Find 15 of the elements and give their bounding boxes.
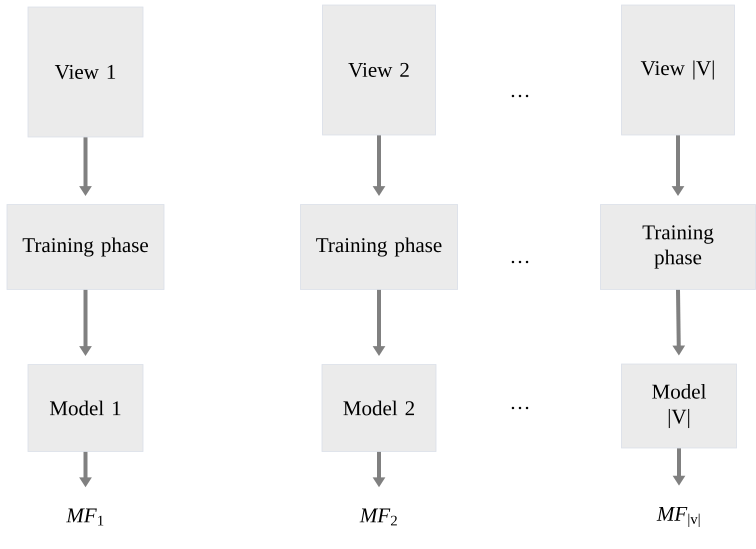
ellipsis: … [512, 94, 528, 98]
ellipsis: … [512, 260, 528, 264]
process-box: View 1 [28, 6, 144, 138]
process-box: View 2 [322, 4, 436, 136]
output-label: MF$_{2}$ [360, 508, 397, 526]
process-box: Model 1 [28, 364, 144, 452]
process-box: Training phase [6, 204, 164, 290]
process-box: Training phase [600, 204, 756, 290]
process-box: Model 2 [322, 364, 436, 452]
process-box: View |V| [621, 4, 735, 136]
process-box: Model |V| [621, 364, 737, 448]
process-box: Training phase [300, 204, 458, 290]
ellipsis: … [512, 406, 528, 410]
output-label: MF$_{1}$ [66, 508, 104, 526]
output-label: MF$_{|v|}$ [656, 506, 700, 527]
